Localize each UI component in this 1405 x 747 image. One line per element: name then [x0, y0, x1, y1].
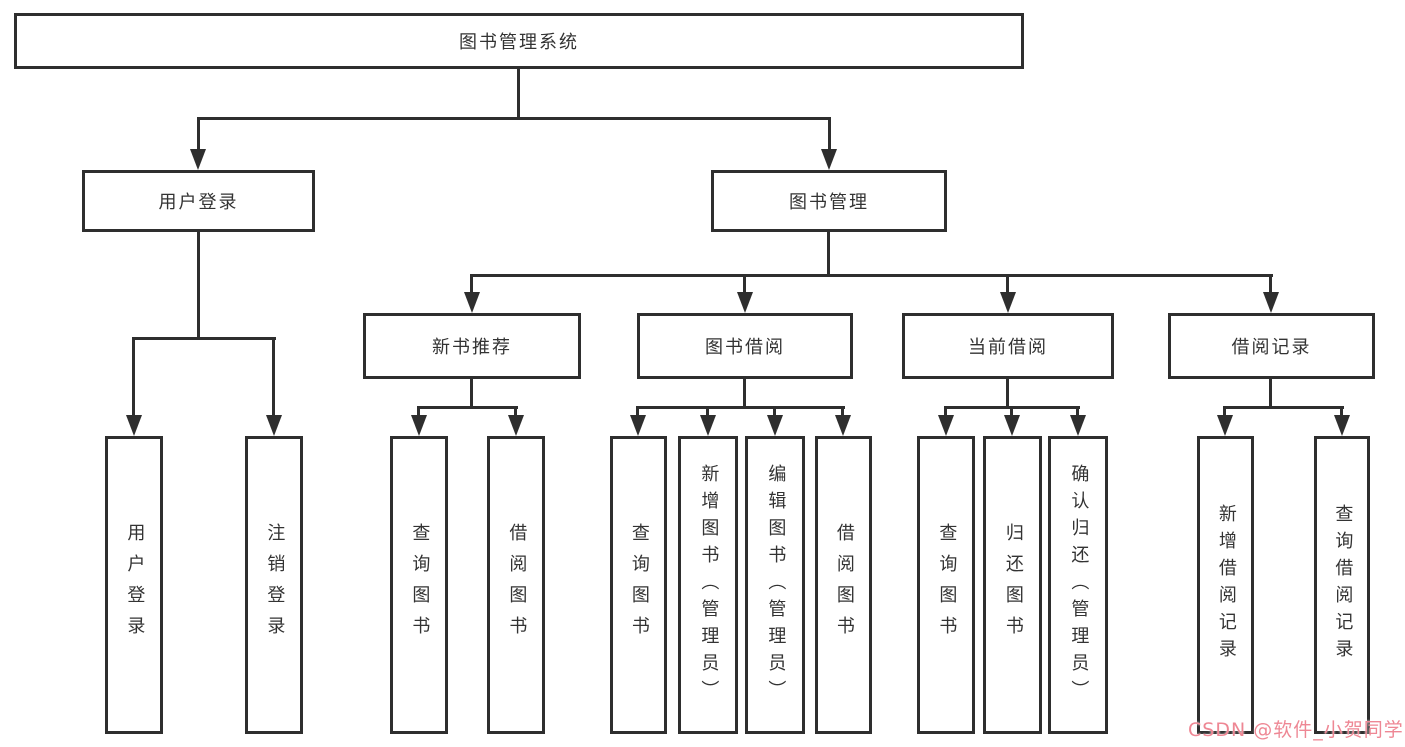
level3-node-new-book-recommend: 新书推荐: [363, 313, 581, 379]
leaf-node-return-book-label: 归还图书: [1002, 523, 1024, 647]
arrow-down-icon: [1004, 415, 1020, 436]
leaf-node-add-book-admin-label: 新增图书（管理员）: [698, 463, 720, 707]
connector-line: [1010, 406, 1013, 417]
arrow-down-icon: [700, 415, 716, 436]
leaf-node-confirm-return-admin: 确认归还（管理员）: [1048, 436, 1108, 734]
level3-node-book-borrow-label: 图书借阅: [705, 337, 785, 358]
connector-line: [132, 337, 135, 415]
connector-line: [636, 406, 845, 409]
connector-line: [470, 274, 473, 294]
connector-line: [636, 406, 639, 417]
leaf-node-current-query-book: 查询图书: [917, 436, 975, 734]
connector-line: [417, 406, 420, 417]
arrow-down-icon: [1000, 292, 1016, 313]
connector-line: [272, 337, 275, 415]
root-node: 图书管理系统: [14, 13, 1024, 69]
level2-node-book-management-label: 图书管理: [789, 192, 869, 213]
connector-line: [417, 406, 518, 409]
connector-line: [743, 379, 746, 409]
connector-line: [197, 232, 200, 337]
leaf-node-query-borrow-record: 查询借阅记录: [1314, 436, 1370, 734]
leaf-node-current-query-book-label: 查询图书: [936, 523, 958, 647]
arrow-down-icon: [767, 415, 783, 436]
leaf-node-add-borrow-record: 新增借阅记录: [1197, 436, 1254, 734]
arrow-down-icon: [190, 149, 206, 170]
connector-line: [470, 274, 1273, 277]
watermark: CSDN @软件_小贺同学: [1188, 719, 1404, 741]
leaf-node-logout: 注销登录: [245, 436, 303, 734]
level2-node-user-login-label: 用户登录: [158, 192, 239, 213]
arrow-down-icon: [1334, 415, 1350, 436]
arrow-down-icon: [938, 415, 954, 436]
leaf-node-query-borrow-record-label: 查询借阅记录: [1332, 504, 1354, 666]
arrow-down-icon: [737, 292, 753, 313]
level3-node-book-borrow: 图书借阅: [637, 313, 853, 379]
leaf-node-borrow-book: 借阅图书: [815, 436, 872, 734]
arrow-down-icon: [1217, 415, 1233, 436]
level3-node-borrow-record: 借阅记录: [1168, 313, 1375, 379]
level2-node-book-management: 图书管理: [711, 170, 947, 232]
leaf-node-borrow-query-book-label: 查询图书: [628, 523, 650, 647]
leaf-node-borrow-book-label: 借阅图书: [833, 523, 855, 647]
leaf-node-edit-book-admin: 编辑图书（管理员）: [745, 436, 805, 734]
connector-line: [197, 117, 831, 120]
connector-line: [1340, 406, 1343, 417]
leaf-node-recommend-borrow-book-label: 借阅图书: [506, 523, 528, 647]
leaf-node-recommend-query-book-label: 查询图书: [409, 523, 431, 647]
leaf-node-return-book: 归还图书: [983, 436, 1042, 734]
connector-line: [841, 406, 844, 417]
arrow-down-icon: [508, 415, 524, 436]
level3-node-borrow-record-label: 借阅记录: [1231, 337, 1312, 358]
connector-line: [132, 337, 276, 340]
arrow-down-icon: [821, 149, 837, 170]
arrow-down-icon: [1070, 415, 1086, 436]
connector-line: [1223, 406, 1344, 409]
connector-line: [1269, 274, 1272, 294]
connector-line: [1006, 274, 1009, 294]
connector-line: [517, 69, 520, 117]
connector-line: [773, 406, 776, 417]
root-node-label: 图书管理系统: [459, 32, 579, 53]
connector-line: [1223, 406, 1226, 417]
arrow-down-icon: [464, 292, 480, 313]
connector-line: [1269, 379, 1272, 409]
connector-line: [828, 117, 831, 151]
connector-line: [470, 379, 473, 409]
connector-line: [1076, 406, 1079, 417]
leaf-node-recommend-query-book: 查询图书: [390, 436, 448, 734]
leaf-node-logout-label: 注销登录: [264, 523, 286, 647]
level2-node-user-login: 用户登录: [82, 170, 315, 232]
arrow-down-icon: [1263, 292, 1279, 313]
level3-node-current-borrow: 当前借阅: [902, 313, 1114, 379]
leaf-node-confirm-return-admin-label: 确认归还（管理员）: [1068, 463, 1090, 707]
arrow-down-icon: [266, 415, 282, 436]
arrow-down-icon: [411, 415, 427, 436]
arrow-down-icon: [630, 415, 646, 436]
connector-line: [827, 232, 830, 274]
arrow-down-icon: [126, 415, 142, 436]
connector-line: [706, 406, 709, 417]
connector-line: [197, 117, 200, 151]
leaf-node-add-borrow-record-label: 新增借阅记录: [1215, 504, 1237, 666]
connector-line: [944, 406, 947, 417]
arrow-down-icon: [835, 415, 851, 436]
connector-line: [1006, 379, 1009, 409]
leaf-node-borrow-query-book: 查询图书: [610, 436, 667, 734]
leaf-node-add-book-admin: 新增图书（管理员）: [678, 436, 738, 734]
leaf-node-user-login: 用户登录: [105, 436, 163, 734]
connector-line: [514, 406, 517, 417]
leaf-node-edit-book-admin-label: 编辑图书（管理员）: [765, 463, 787, 707]
level3-node-current-borrow-label: 当前借阅: [968, 337, 1048, 358]
connector-line: [743, 274, 746, 294]
leaf-node-recommend-borrow-book: 借阅图书: [487, 436, 545, 734]
level3-node-new-book-recommend-label: 新书推荐: [432, 337, 512, 358]
leaf-node-user-login-label: 用户登录: [124, 523, 146, 647]
